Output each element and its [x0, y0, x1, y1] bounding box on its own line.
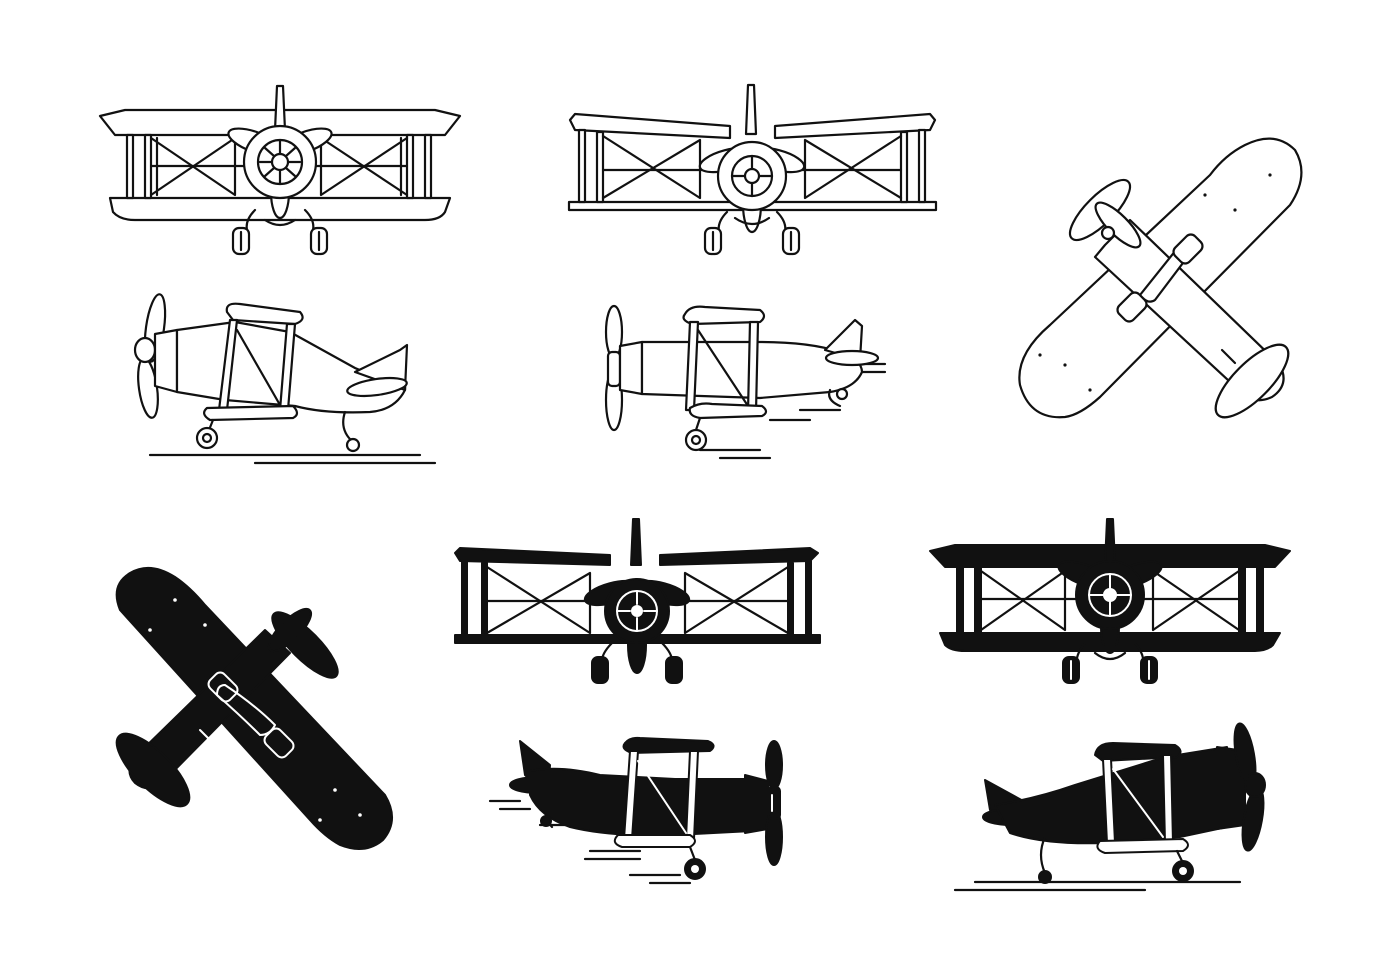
biplane-front-outline-icon: [95, 80, 465, 260]
biplane-side-solid-icon: [488, 735, 790, 890]
biplane-front-solid-icon: [450, 515, 825, 690]
biplane-front-outline-icon: [565, 80, 940, 260]
monoplane-top-solid-icon: [105, 565, 400, 855]
biplane-side-outline-icon: [600, 300, 890, 460]
monoplane-top-outline-icon: [1010, 135, 1310, 430]
biplane-front-solid-icon: [925, 515, 1295, 690]
biplane-side-solid-icon: [953, 722, 1275, 900]
biplane-side-outline-icon: [115, 290, 445, 470]
